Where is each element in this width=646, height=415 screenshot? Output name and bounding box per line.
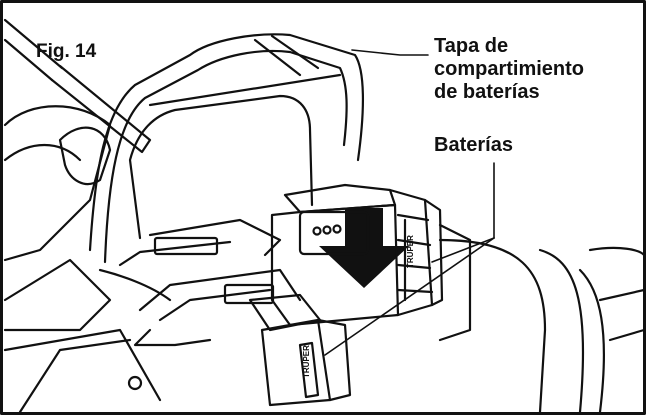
charge-indicator-panel bbox=[298, 210, 370, 256]
battery-upper bbox=[270, 183, 472, 342]
cover-label: Tapa de compartimiento de baterías bbox=[434, 35, 584, 104]
leader-lines bbox=[324, 49, 495, 356]
leader-line-battery-lower bbox=[324, 237, 495, 356]
leader-line-battery-upper bbox=[431, 237, 495, 263]
charge-led bbox=[312, 226, 322, 236]
mower-body-left bbox=[3, 105, 162, 414]
charge-led bbox=[332, 224, 342, 234]
battery-brand-upper: TRUPER bbox=[406, 235, 415, 268]
leader-line-cover bbox=[351, 49, 429, 56]
cover-label-line: compartimiento bbox=[434, 58, 585, 80]
insert-direction-arrow bbox=[319, 208, 409, 288]
compartment-floor bbox=[133, 218, 302, 347]
charge-led bbox=[322, 225, 332, 235]
battery-lower bbox=[248, 293, 352, 407]
batteries-label: Baterías bbox=[434, 134, 513, 156]
mounting-screw bbox=[127, 375, 143, 391]
battery-compartment-cover bbox=[88, 33, 365, 302]
figure-number-label: Fig. 14 bbox=[36, 41, 97, 62]
battery-brand-lower: TRUPER bbox=[302, 345, 311, 378]
battery-contact-slot bbox=[153, 236, 219, 256]
cover-label-line: Tapa de bbox=[434, 35, 509, 57]
mower-body-right bbox=[438, 238, 646, 414]
cover-label-line: de baterías bbox=[434, 81, 540, 103]
